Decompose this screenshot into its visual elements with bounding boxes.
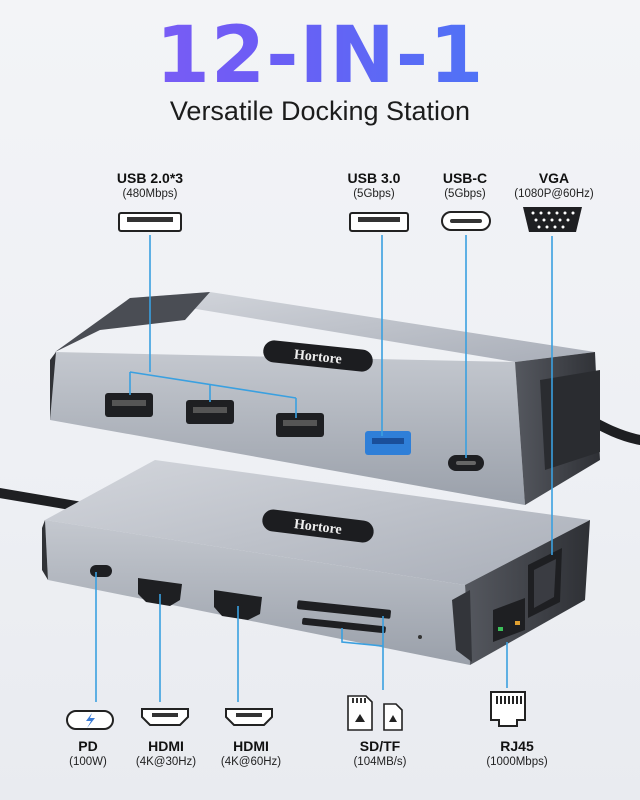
port-name: VGA	[538, 170, 570, 186]
port-name: SD/TF	[359, 738, 401, 754]
usb-a-port-icon	[349, 212, 409, 232]
vga-port-icon	[523, 207, 582, 232]
label-hdmi-2: HDMI (4K@60Hz)	[212, 738, 290, 768]
label-usbc: USB-C (5Gbps)	[430, 170, 500, 200]
usb-c-power-icon	[66, 710, 114, 730]
product-headline: 12-IN-1	[0, 14, 640, 98]
tf-slot	[302, 617, 386, 634]
port-name: RJ45	[500, 738, 534, 754]
label-usb2: USB 2.0*3 (480Mbps)	[90, 170, 210, 200]
port-name: HDMI	[148, 738, 184, 754]
label-sd-tf: SD/TF (104MB/s)	[338, 738, 422, 768]
hdmi-port-icon	[225, 708, 273, 726]
usb-c-pd-port	[90, 565, 112, 577]
port-name: USB 3.0	[347, 170, 401, 186]
port-spec: (1080P@60Hz)	[514, 188, 594, 200]
dock-upper-unit: Hortore	[50, 292, 640, 505]
label-hdmi-1: HDMI (4K@30Hz)	[128, 738, 204, 768]
port-spec: (104MB/s)	[353, 756, 407, 768]
port-spec: (4K@30Hz)	[135, 756, 197, 768]
port-name: PD	[78, 738, 98, 754]
dock-lower-unit: Hortore	[0, 460, 590, 665]
label-rj45: RJ45 (1000Mbps)	[472, 738, 562, 768]
port-name: HDMI	[233, 738, 269, 754]
label-vga: VGA (1080P@60Hz)	[506, 170, 602, 200]
brand-logo: Hortore	[293, 517, 342, 538]
hdmi-port	[214, 590, 262, 620]
label-usb3: USB 3.0 (5Gbps)	[334, 170, 414, 200]
product-subtitle: Versatile Docking Station	[169, 96, 471, 126]
callout-lines	[95, 235, 553, 702]
label-pd: PD (100W)	[60, 738, 116, 768]
port-name: USB-C	[442, 170, 488, 186]
sd-slot	[296, 600, 391, 619]
hdmi-port	[138, 578, 182, 606]
port-spec: (5Gbps)	[353, 188, 395, 200]
brand-logo: Hortore	[293, 348, 342, 368]
sd-tf-card-icon	[347, 695, 403, 731]
port-spec: (4K@60Hz)	[220, 756, 282, 768]
port-name: USB 2.0*3	[116, 170, 184, 186]
rj45-port-icon	[490, 691, 526, 727]
port-spec: (1000Mbps)	[486, 756, 548, 768]
port-spec: (5Gbps)	[444, 188, 486, 200]
usb-a-port-icon	[118, 212, 182, 232]
hdmi-port-icon	[141, 708, 189, 726]
usb-c-port-icon	[441, 211, 491, 231]
port-spec: (100W)	[69, 756, 107, 768]
port-spec: (480Mbps)	[122, 188, 178, 200]
